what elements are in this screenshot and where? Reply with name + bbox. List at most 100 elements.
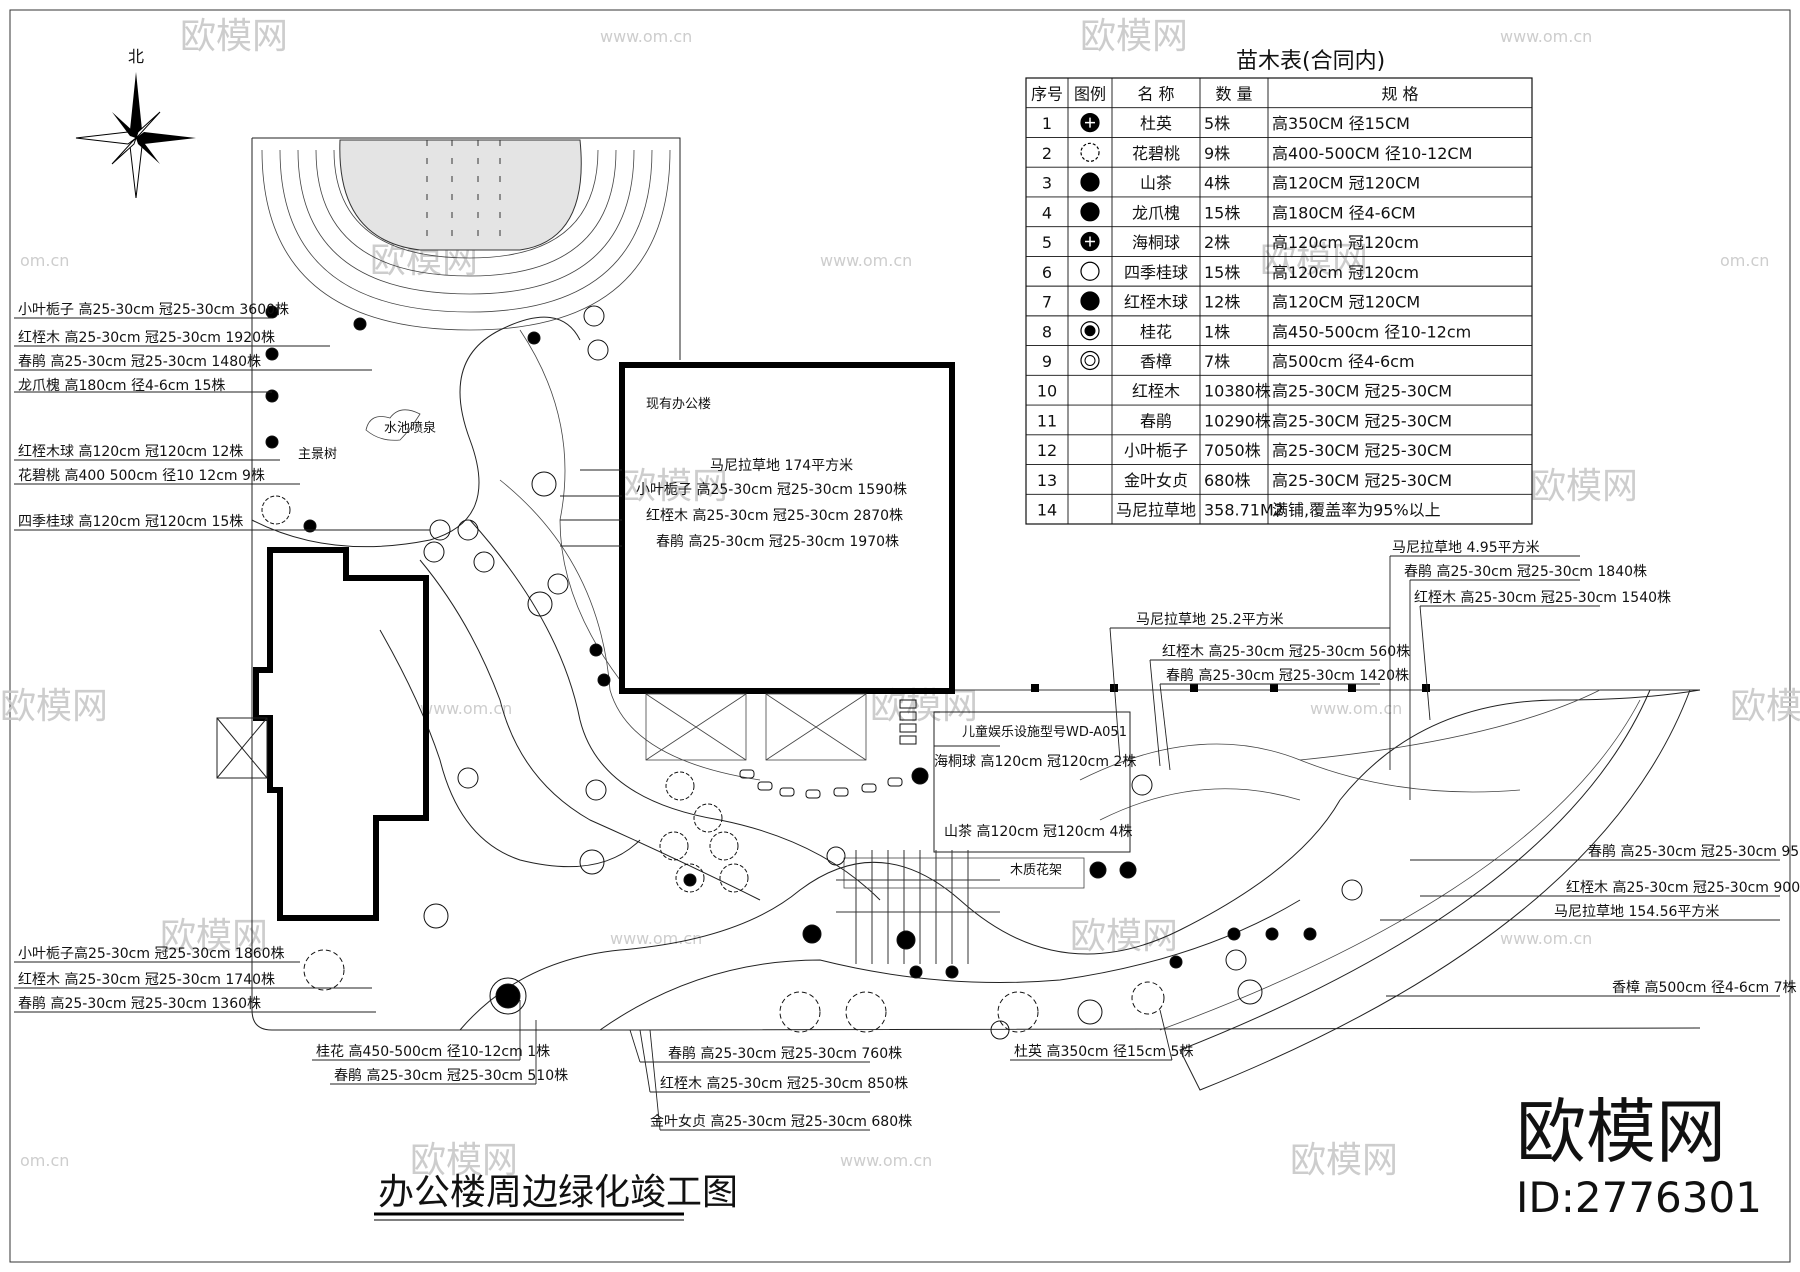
north-label: 北 <box>128 47 144 66</box>
right-label: 红桎木 高25-30cm 冠25-30cm 1540株 <box>1414 589 1671 606</box>
watermark-text: 欧模网 <box>1070 916 1178 957</box>
table-cell-no: 3 <box>1042 174 1052 193</box>
landscape-tree-label: 主景树 <box>298 447 337 462</box>
building-label: 小叶栀子 高25-30cm 冠25-30cm 1590株 <box>636 481 907 498</box>
table-cell-qty: 12株 <box>1204 293 1240 312</box>
table-cell-no: 8 <box>1042 322 1052 341</box>
watermark-text: 欧模网 <box>1730 686 1800 727</box>
drawing-frame <box>9 9 1791 1263</box>
site-plan <box>251 137 1701 1091</box>
table-cell-no: 5 <box>1042 233 1052 252</box>
table-cell-spec: 高120CM 冠120CM <box>1272 293 1420 312</box>
table-cell-no: 7 <box>1042 293 1052 312</box>
table-cell-spec: 高400-500CM 径10-12CM <box>1272 144 1472 163</box>
table-cell-spec: 高25-30CM 冠25-30CM <box>1272 441 1452 460</box>
table-header-cell: 名 称 <box>1137 84 1174 103</box>
table-cell-name: 山茶 <box>1140 174 1172 193</box>
existing-office-building: 现有办公楼 马尼拉草地 174平方米 小叶栀子 高25-30cm 冠25-30c… <box>619 362 955 694</box>
right-label: 马尼拉草地 4.95平方米 <box>1392 540 1540 556</box>
bottom-label: 春鹃 高25-30cm 冠25-30cm 760株 <box>668 1045 902 1062</box>
building-grass-label: 马尼拉草地 174平方米 <box>710 458 853 474</box>
table-header-cell: 图例 <box>1074 84 1106 103</box>
ring-tree-icon <box>1080 321 1100 341</box>
scallop-tree-icon <box>1080 142 1100 162</box>
brand-id: ID:2776301 <box>1516 1173 1762 1222</box>
watermark-text: 欧模网 <box>160 916 268 957</box>
watermark-text: 欧模网 <box>0 686 108 727</box>
table-cell-spec: 高350CM 径15CM <box>1272 114 1410 133</box>
table-cell-no: 10 <box>1037 382 1057 401</box>
left-label: 小叶栀子高25-30cm 冠25-30cm 1860株 <box>18 945 285 962</box>
building-name: 现有办公楼 <box>646 397 711 412</box>
watermark-text: 欧模网 <box>1530 466 1638 507</box>
table-cell-no: 12 <box>1037 441 1057 460</box>
table-cell-name: 海桐球 <box>1132 233 1180 252</box>
brand-name: 欧模网 <box>1516 1091 1726 1173</box>
left-label: 红桎木 高25-30cm 冠25-30cm 1740株 <box>18 971 275 988</box>
table-cell-no: 1 <box>1042 114 1052 133</box>
watermark-url: www.om.cn <box>1500 27 1592 46</box>
play-facility-label: 儿童娱乐设施型号WD-A051 <box>962 724 1127 740</box>
star-shrub-icon <box>1080 291 1100 311</box>
watermark-layer: 欧模网 www.om.cn 欧模网 www.om.cn om.cn 欧模网 ww… <box>0 16 1800 1181</box>
building-label: 红桎木 高25-30cm 冠25-30cm 2870株 <box>646 507 903 524</box>
camellia-label: 山茶 高120cm 冠120cm 4株 <box>944 823 1132 840</box>
watermark-url: www.om.cn <box>610 929 702 948</box>
watermark-text: 欧模网 <box>180 16 288 57</box>
table-cell-name: 花碧桃 <box>1132 144 1180 163</box>
watermark-url: om.cn <box>1720 251 1769 270</box>
watermark-url: www.om.cn <box>420 699 512 718</box>
table-cell-name: 四季桂球 <box>1124 263 1188 282</box>
cross-tree-icon <box>1080 112 1100 133</box>
left-label: 春鹃 高25-30cm 冠25-30cm 1360株 <box>18 995 261 1012</box>
watermark-url: om.cn <box>20 1151 69 1170</box>
drawing-title: 办公楼周边绿化竣工图 <box>374 1172 738 1221</box>
drawing-title-text: 办公楼周边绿化竣工图 <box>378 1172 738 1213</box>
table-cell-name: 桂花 <box>1140 322 1172 341</box>
play-area: 儿童娱乐设施型号WD-A051 海桐球 高120cm 冠120cm 2株 山茶 … <box>933 711 1136 853</box>
parking-boxes <box>645 693 867 761</box>
table-cell-name: 香樟 <box>1140 352 1172 371</box>
table-cell-spec: 高180CM 径4-6CM <box>1272 203 1416 222</box>
table-cell-no: 13 <box>1037 471 1057 490</box>
left-label: 春鹃 高25-30cm 冠25-30cm 1480株 <box>18 353 261 370</box>
watermark-text: 欧模网 <box>1290 1140 1398 1181</box>
watermark-text: 欧模网 <box>1260 240 1368 281</box>
table-cell-name: 马尼拉草地 <box>1116 501 1196 520</box>
table-cell-spec: 高500cm 径4-6cm <box>1272 352 1415 371</box>
table-cell-qty: 358.71M2 <box>1204 501 1284 520</box>
table-cell-name: 龙爪槐 <box>1132 203 1180 222</box>
table-cell-qty: 9株 <box>1204 144 1230 163</box>
fountain: 水池喷泉 主景树 <box>298 409 436 462</box>
building-left-outline <box>216 547 429 921</box>
table-cell-name: 红桎木球 <box>1124 293 1188 312</box>
table-cell-name: 杜英 <box>1140 114 1172 133</box>
table-cell-name: 春鹃 <box>1140 411 1172 430</box>
table-cell-no: 4 <box>1042 203 1052 222</box>
spiky-tree-icon <box>1080 202 1100 222</box>
pergola: 木质花架 <box>836 850 1085 964</box>
table-cell-qty: 2株 <box>1204 233 1230 252</box>
left-label: 红桎木球 高120cm 冠120cm 12株 <box>18 443 243 460</box>
table-cell-spec: 高120CM 冠120CM <box>1272 174 1420 193</box>
table-header-cell: 规 格 <box>1381 84 1418 103</box>
table-cell-qty: 10290株 <box>1204 411 1271 430</box>
watermark-url: www.om.cn <box>600 27 692 46</box>
pergola-label: 木质花架 <box>1010 862 1062 878</box>
plant-table-title: 苗木表(合同内) <box>1236 49 1385 74</box>
right-label: 春鹃 高25-30cm 冠25-30cm 950株 <box>1588 843 1800 860</box>
right-label: 红桎木 高25-30cm 冠25-30cm 560株 <box>1162 643 1410 660</box>
table-cell-name: 红桎木 <box>1132 382 1180 401</box>
table-header-cell: 序号 <box>1031 84 1063 103</box>
watermark-text: 欧模网 <box>620 466 728 507</box>
bottom-label: 杜英 高350cm 径15cm 5株 <box>1014 1043 1193 1060</box>
dark-shrub-icon <box>1080 172 1100 192</box>
left-label: 红桎木 高25-30cm 冠25-30cm 1920株 <box>18 329 275 346</box>
watermark-text: 欧模网 <box>410 1140 518 1181</box>
right-label: 红桎木 高25-30cm 冠25-30cm 900株 <box>1566 879 1800 896</box>
bottom-label: 桂花 高450-500cm 径10-12cm 1株 <box>316 1043 550 1060</box>
swirl-shrub-icon <box>1080 231 1100 252</box>
right-label: 马尼拉草地 154.56平方米 <box>1554 904 1719 920</box>
haitong-label: 海桐球 高120cm 冠120cm 2株 <box>934 753 1136 770</box>
